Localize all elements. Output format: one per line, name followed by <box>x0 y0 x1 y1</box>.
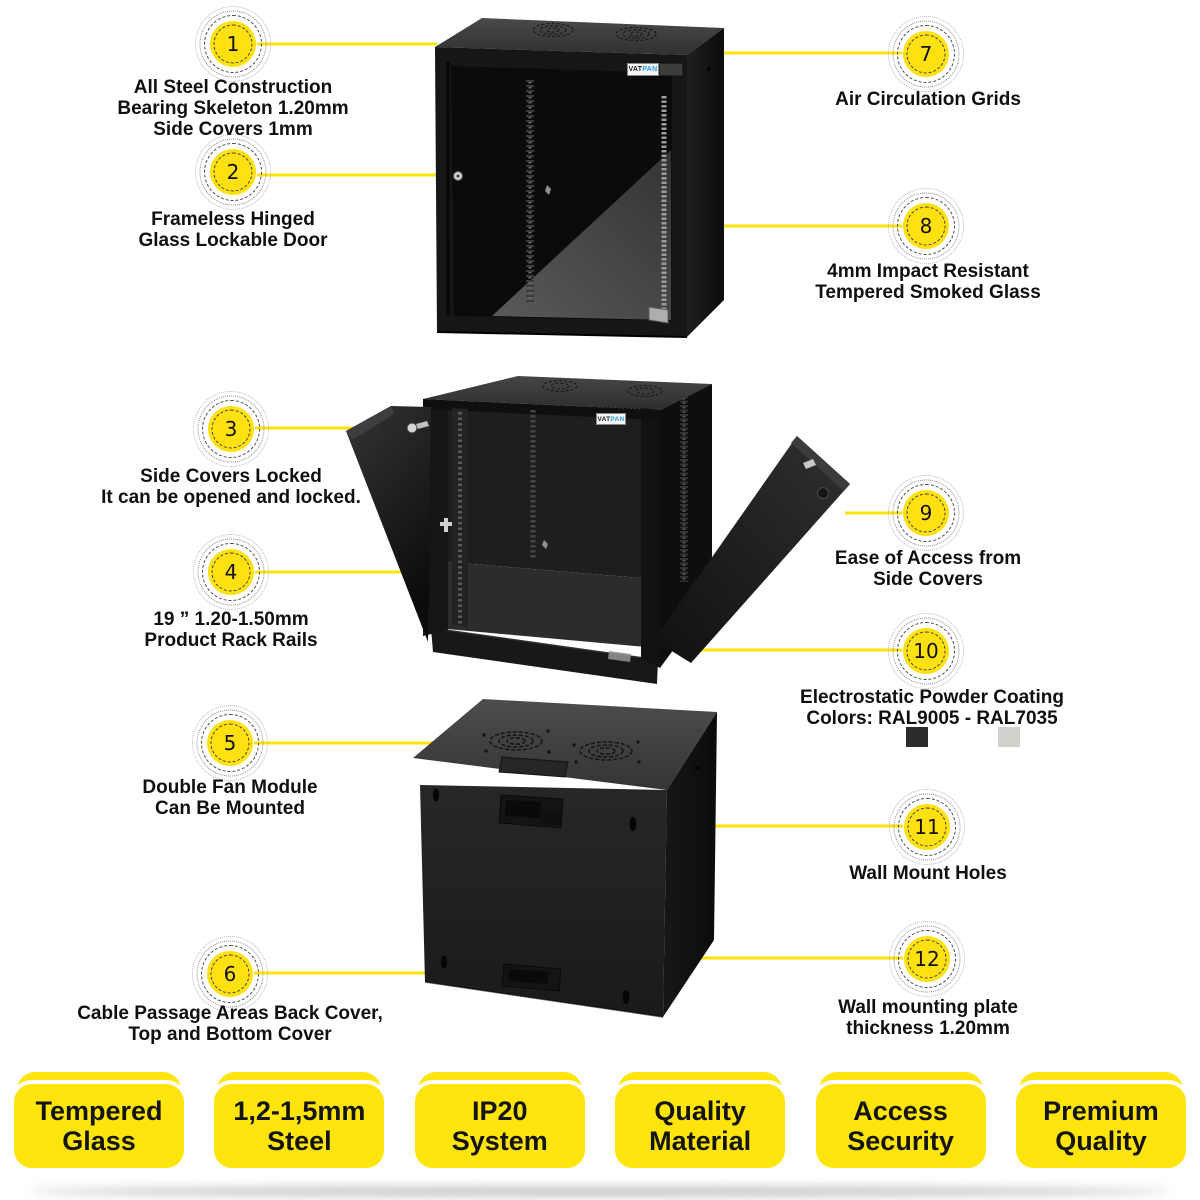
double-fan-vents-icon <box>489 731 633 761</box>
callout-number: 1 <box>226 32 240 56</box>
callout-circle-11: 11 <box>889 789 965 865</box>
cable-passage-cover-top <box>498 794 564 829</box>
side-cover-lock-icon <box>803 459 816 469</box>
top-fan-vents-icon <box>532 22 657 42</box>
ral7035-swatch <box>998 727 1020 747</box>
badge-tempered-glass: Tempered Glass <box>10 1072 188 1172</box>
callout-circle-12: 12 <box>889 921 965 997</box>
brand-logo-text: VAT <box>628 66 643 73</box>
callout-circle-3: 3 <box>193 391 269 467</box>
callout-number: 5 <box>223 731 237 755</box>
callout-label-5: Double Fan Module Can Be Mounted <box>142 777 318 819</box>
cabinet-front-view <box>435 18 724 338</box>
callout-number: 6 <box>223 962 237 986</box>
callout-circle-8: 8 <box>888 188 964 264</box>
callout-circle-9: 9 <box>888 475 964 551</box>
side-cover-left-open <box>346 406 431 642</box>
callout-label-1: All Steel Construction Bearing Skeleton … <box>117 77 349 140</box>
badge-quality-material: Quality Material <box>611 1072 790 1172</box>
feature-badges-row: Tempered Glass 1,2-1,5mm Steel IP20 Syst… <box>10 1072 1190 1172</box>
callout-number: 10 <box>913 639 939 663</box>
callout-label-2: Frameless Hinged Glass Lockable Door <box>138 209 328 251</box>
callout-label-12: Wall mounting plate thickness 1.20mm <box>838 997 1018 1039</box>
callout-number: 8 <box>919 214 933 238</box>
callout-number: 3 <box>224 417 238 441</box>
callout-label-8: 4mm Impact Resistant Tempered Smoked Gla… <box>815 261 1041 303</box>
callout-label-4: 19 ” 1.20-1.50mm Product Rack Rails <box>144 609 318 651</box>
callout-number: 4 <box>224 560 238 584</box>
badge-premium-quality: Premium Quality <box>1011 1072 1190 1172</box>
callout-circle-7: 7 <box>888 16 964 92</box>
callout-number: 7 <box>919 42 933 66</box>
door-lock-icon <box>453 171 463 181</box>
cabinet-open-view <box>346 376 850 684</box>
callout-circle-1: 1 <box>195 6 271 82</box>
callout-label-6: Cable Passage Areas Back Cover, Top and … <box>77 1003 383 1045</box>
side-cover-right-open <box>654 436 850 663</box>
callout-circle-10: 10 <box>888 613 964 689</box>
callout-number: 9 <box>919 501 933 525</box>
callout-label-3: Side Covers Locked It can be opened and … <box>101 466 361 508</box>
callout-number: 11 <box>914 815 940 839</box>
door-keyhole-icon <box>545 185 551 195</box>
brand-model-plate <box>659 63 683 76</box>
door-handle <box>648 306 669 324</box>
callout-circle-6: 6 <box>192 936 268 1012</box>
cabinet-back-view <box>413 699 717 1018</box>
floor-shadow <box>30 1187 1170 1196</box>
rail-key-handle-icon <box>440 518 452 532</box>
callout-label-11: Wall Mount Holes <box>849 863 1007 884</box>
badge-steel: 1,2-1,5mm Steel <box>210 1072 389 1172</box>
glass-reflection <box>492 150 671 320</box>
callout-circle-2: 2 <box>195 134 271 210</box>
ral9005-swatch <box>906 727 928 747</box>
callout-circle-4: 4 <box>193 534 269 610</box>
callout-label-10: Electrostatic Powder Coating Colors: RAL… <box>800 687 1064 729</box>
wall-mount-holes-icon <box>432 788 637 1004</box>
callout-circle-5: 5 <box>192 705 268 781</box>
cable-passage-cover-bottom <box>501 963 562 992</box>
interior-floor <box>436 562 657 648</box>
badge-access-security: Access Security <box>811 1072 990 1172</box>
callout-label-9: Ease of Access from Side Covers <box>834 548 1022 590</box>
callout-number: 2 <box>226 160 240 184</box>
callout-number: 12 <box>914 947 940 971</box>
callout-label-7: Air Circulation Grids <box>835 89 1021 110</box>
badge-ip20-system: IP20 System <box>410 1072 589 1172</box>
side-cover-lock-icon <box>406 422 418 434</box>
